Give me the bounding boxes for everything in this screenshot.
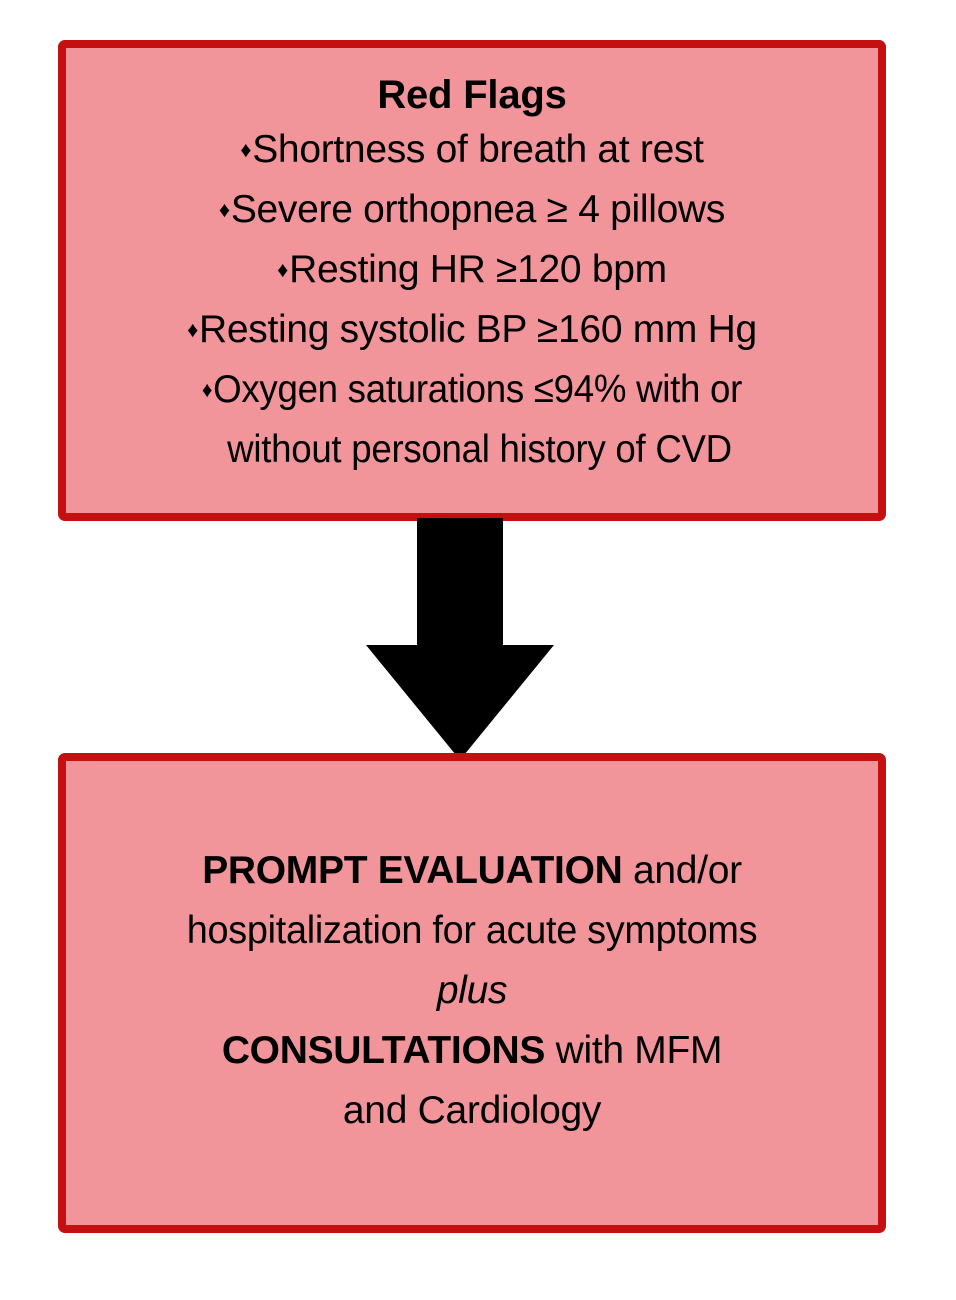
- red-flags-list: ♦Shortness of breath at rest ♦Severe ort…: [66, 120, 878, 480]
- diamond-bullet-icon: ♦: [240, 137, 252, 162]
- action-text-block: PROMPT EVALUATION and/or hospitalization…: [66, 841, 878, 1141]
- diamond-bullet-icon: ♦: [277, 257, 289, 282]
- red-flags-title: Red Flags: [377, 73, 567, 117]
- red-flags-box: Red Flags ♦Shortness of breath at rest ♦…: [58, 40, 886, 521]
- down-arrow-icon: [366, 518, 554, 760]
- action-line-4: CONSULTATIONS with MFM: [66, 1021, 878, 1081]
- list-item-label: Severe orthopnea ≥ 4 pillows: [230, 188, 726, 231]
- action-line-1-rest: and/or: [622, 849, 742, 892]
- action-line-5: and Cardiology: [66, 1081, 878, 1141]
- action-line-2: hospitalization for acute symptoms: [78, 901, 866, 961]
- action-line-5-rest: and Cardiology: [342, 1089, 602, 1132]
- list-item-label: Resting systolic BP ≥160 mm Hg: [199, 308, 757, 351]
- action-line-3: plus: [66, 961, 878, 1021]
- action-box: PROMPT EVALUATION and/or hospitalization…: [58, 753, 886, 1233]
- list-item: ♦Oxygen saturations ≤94% with or: [90, 360, 853, 420]
- list-item-label: Shortness of breath at rest: [252, 128, 704, 171]
- action-line-1: PROMPT EVALUATION and/or: [66, 841, 878, 901]
- list-item-label: Resting HR ≥120 bpm: [289, 248, 667, 291]
- list-item: ♦Shortness of breath at rest: [66, 120, 878, 180]
- action-line-2-rest: hospitalization for acute symptoms: [186, 909, 758, 952]
- list-item: ♦Resting HR ≥120 bpm: [66, 240, 878, 300]
- diamond-bullet-icon: ♦: [201, 377, 213, 402]
- action-line-1-bold: PROMPT EVALUATION: [202, 849, 623, 892]
- action-line-4-rest: with MFM: [545, 1029, 723, 1072]
- diamond-bullet-icon: ♦: [187, 317, 199, 342]
- list-item: ♦Resting systolic BP ≥160 mm Hg: [66, 300, 878, 360]
- list-item-label: Oxygen saturations ≤94% with or: [213, 368, 743, 411]
- diamond-bullet-icon: ♦: [218, 197, 230, 222]
- action-line-4-bold: CONSULTATIONS: [221, 1029, 546, 1072]
- list-item: ♦Severe orthopnea ≥ 4 pillows: [66, 180, 878, 240]
- list-item-continuation: without personal history of CVD: [227, 428, 732, 471]
- action-line-3-italic: plus: [436, 969, 508, 1012]
